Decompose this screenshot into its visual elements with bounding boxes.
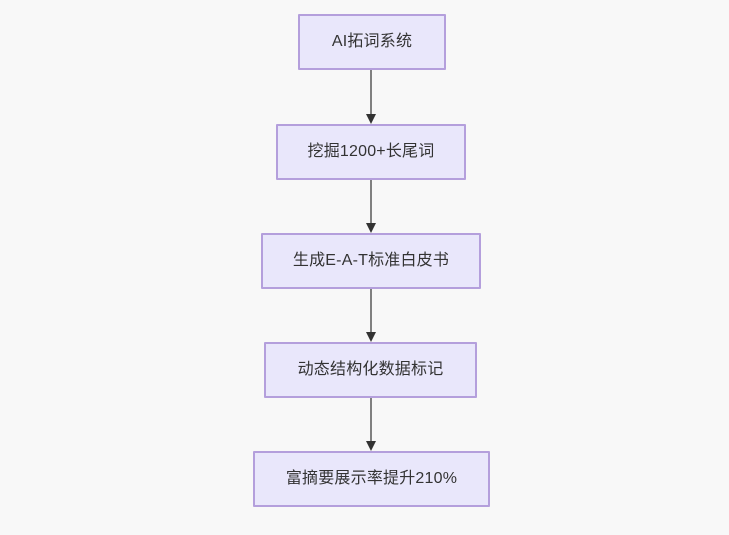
flow-arrow-3 xyxy=(363,289,379,342)
flow-arrow-2 xyxy=(363,180,379,233)
flow-node-label: 富摘要展示率提升210% xyxy=(285,470,458,488)
flow-arrow-4 xyxy=(363,398,379,451)
flow-node-2[interactable]: 挖掘1200+长尾词 xyxy=(276,124,466,180)
arrowhead-icon xyxy=(366,441,376,451)
flow-node-label: 生成E-A-T标准白皮书 xyxy=(292,252,450,270)
flow-node-5[interactable]: 富摘要展示率提升210% xyxy=(253,451,490,507)
arrowhead-icon xyxy=(366,114,376,124)
flow-node-3[interactable]: 生成E-A-T标准白皮书 xyxy=(261,233,481,289)
arrowhead-icon xyxy=(366,332,376,342)
flow-arrow-1 xyxy=(363,70,379,124)
flow-node-label: AI拓词系统 xyxy=(331,33,413,51)
flow-node-label: 动态结构化数据标记 xyxy=(297,361,444,379)
flow-node-label: 挖掘1200+长尾词 xyxy=(307,143,435,161)
flow-node-4[interactable]: 动态结构化数据标记 xyxy=(264,342,477,398)
arrowhead-icon xyxy=(366,223,376,233)
flow-node-1[interactable]: AI拓词系统 xyxy=(298,14,446,70)
